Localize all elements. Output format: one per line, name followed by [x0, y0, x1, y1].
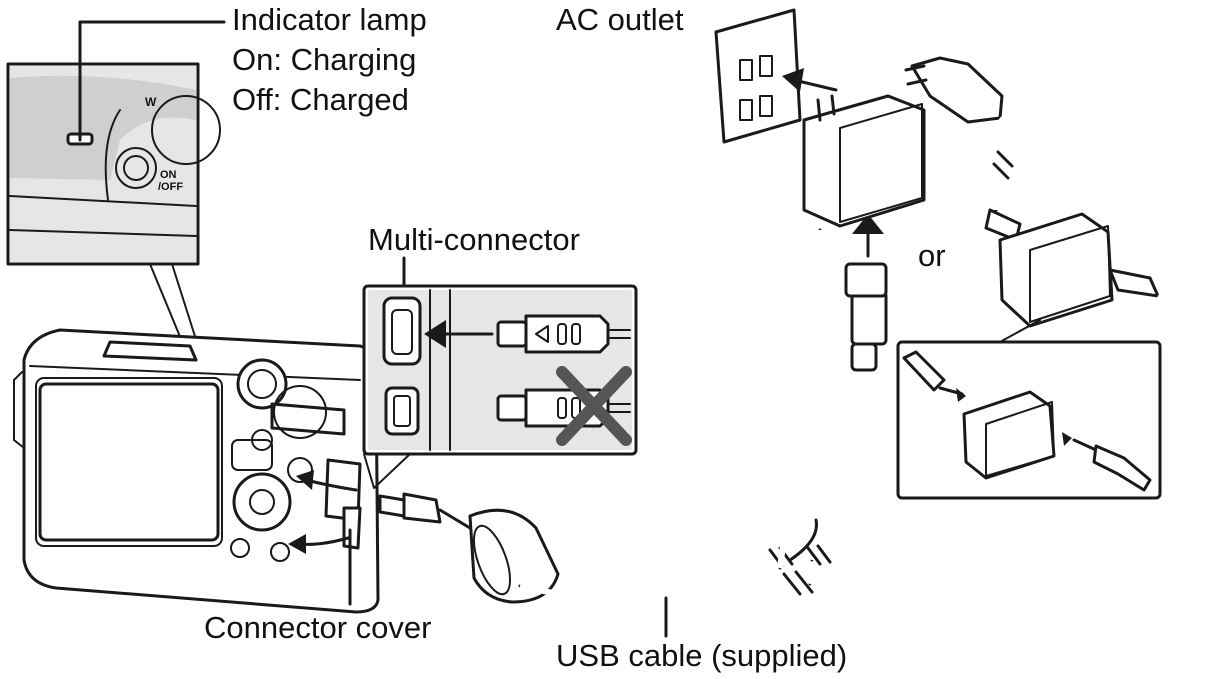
usb-cable — [378, 262, 888, 610]
multi-connector-inset — [362, 284, 638, 456]
ac-outlet — [714, 8, 802, 144]
or-label: or — [918, 238, 946, 273]
connector-inset-pointer — [363, 453, 411, 489]
indicator-leader-line — [78, 20, 226, 142]
adapter-inset — [896, 319, 1162, 500]
on-marking: ON — [160, 169, 177, 181]
alternative-adapter — [768, 56, 1200, 568]
indicator-lamp-label: Indicator lamp — [232, 2, 427, 37]
camera — [13, 328, 380, 614]
multi-connector-label: Multi-connector — [368, 222, 580, 257]
usb-cable-label: USB cable (supplied) — [556, 638, 848, 673]
ac-outlet-label: AC outlet — [556, 2, 684, 37]
ac-adapter — [802, 94, 926, 228]
zoom-marking: W — [145, 95, 157, 109]
connector-cover-label: Connector cover — [204, 610, 432, 645]
off-marking: /OFF — [158, 181, 183, 193]
indicator-lamp-inset: W ON /OFF — [6, 62, 221, 266]
charged-state-label: Off: Charged — [232, 82, 409, 117]
charging-state-label: On: Charging — [232, 42, 417, 77]
wrong-orientation-x-icon — [556, 366, 632, 446]
